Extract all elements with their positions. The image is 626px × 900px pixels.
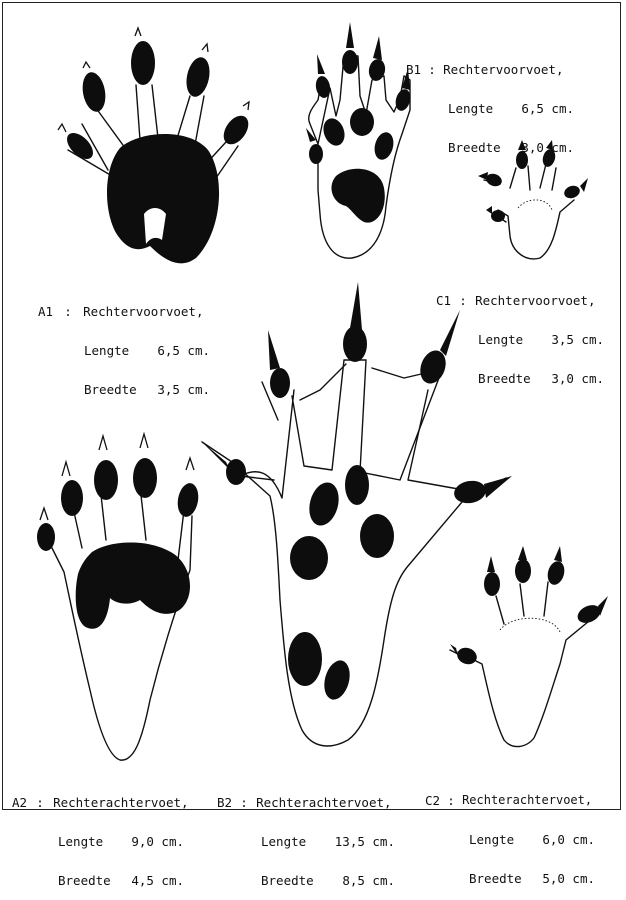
caption-separator: : bbox=[421, 63, 443, 76]
length-key: Lengte bbox=[261, 835, 331, 848]
caption-label: B2 bbox=[217, 796, 232, 809]
caption-c1: C1:Rechtervoorvoet, Lengte3,5 cm. Breedt… bbox=[436, 268, 604, 398]
caption-b1: B1:Rechtervoorvoet, Lengte6,5 cm. Breedt… bbox=[406, 37, 574, 167]
caption-title: Rechtervoorvoet, bbox=[443, 63, 563, 76]
caption-title: Rechtervoorvoet, bbox=[475, 294, 595, 307]
caption-title: Rechterachtervoet, bbox=[462, 794, 592, 807]
caption-title: Rechtervoorvoet, bbox=[83, 305, 203, 318]
width-key: Breedte bbox=[469, 872, 539, 885]
width-key: Breedte bbox=[448, 141, 518, 154]
length-key: Lengte bbox=[478, 333, 548, 346]
length-key: Lengte bbox=[469, 833, 539, 846]
length-value: 3,5 cm. bbox=[548, 333, 604, 346]
caption-separator: : bbox=[232, 796, 256, 809]
length-value: 9,0 cm. bbox=[128, 835, 184, 848]
width-value: 4,5 cm. bbox=[128, 874, 184, 887]
width-key: Breedte bbox=[261, 874, 331, 887]
length-value: 6,5 cm. bbox=[518, 102, 574, 115]
width-value: 3,0 cm. bbox=[548, 372, 604, 385]
caption-title: Rechterachtervoet, bbox=[53, 796, 188, 809]
caption-label: B1 bbox=[406, 63, 421, 76]
width-value: 3,5 cm. bbox=[154, 383, 210, 396]
length-value: 6,5 cm. bbox=[154, 344, 210, 357]
width-key: Breedte bbox=[478, 372, 548, 385]
caption-c2: C2:Rechterachtervoet, Lengte6,0 cm. Bree… bbox=[425, 768, 595, 898]
caption-separator: : bbox=[451, 294, 475, 307]
length-key: Lengte bbox=[448, 102, 518, 115]
length-key: Lengte bbox=[58, 835, 128, 848]
caption-separator: : bbox=[27, 796, 53, 809]
caption-label: A1 bbox=[38, 305, 53, 318]
width-value: 8,5 cm. bbox=[331, 874, 395, 887]
caption-a1: A1:Rechtervoorvoet, Lengte6,5 cm. Breedt… bbox=[38, 279, 210, 409]
width-key: Breedte bbox=[58, 874, 128, 887]
caption-a2: A2:Rechterachtervoet, Lengte9,0 cm. Bree… bbox=[12, 770, 189, 900]
length-key: Lengte bbox=[84, 344, 154, 357]
caption-separator: : bbox=[53, 305, 83, 318]
width-value: 5,0 cm. bbox=[539, 872, 595, 885]
width-value: 3,0 cm. bbox=[518, 141, 574, 154]
caption-separator: : bbox=[440, 794, 462, 807]
caption-label: C2 bbox=[425, 794, 440, 807]
caption-b2: B2:Rechterachtervoet, Lengte13,5 cm. Bre… bbox=[217, 770, 395, 900]
width-key: Breedte bbox=[84, 383, 154, 396]
length-value: 13,5 cm. bbox=[331, 835, 395, 848]
caption-label: C1 bbox=[436, 294, 451, 307]
caption-label: A2 bbox=[12, 796, 27, 809]
caption-title: Rechterachtervoet, bbox=[256, 796, 391, 809]
length-value: 6,0 cm. bbox=[539, 833, 595, 846]
